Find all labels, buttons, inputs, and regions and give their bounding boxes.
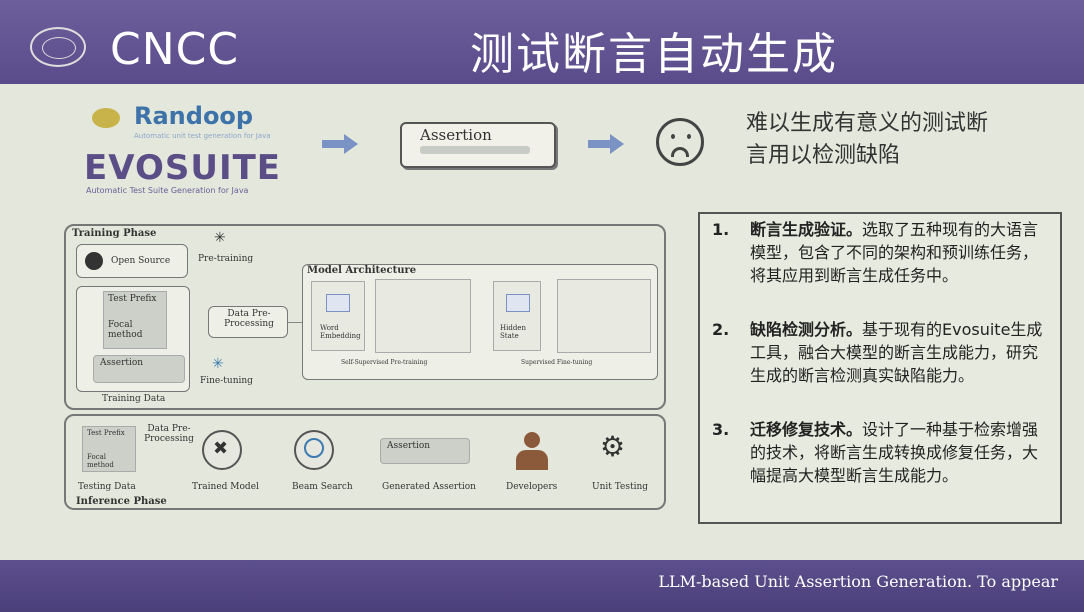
developer-icon bbox=[512, 432, 552, 472]
data-preprocessing-box: Data Pre-Processing bbox=[208, 306, 288, 338]
finding-text: 选取了五种现有的大语言模型，包含了不同的架构和预训练任务，将其应用到断言生成任务… bbox=[750, 220, 1039, 285]
connector-line bbox=[288, 322, 302, 323]
open-source-label: Open Source bbox=[111, 256, 171, 266]
search-icon bbox=[294, 430, 334, 470]
model-architecture-label: Model Architecture bbox=[307, 265, 417, 276]
blurred-code bbox=[420, 146, 530, 154]
fine-tuning-label: Fine-tuning bbox=[200, 376, 253, 386]
testing-code-snippet: Test Prefix Focal method bbox=[82, 426, 136, 472]
right-arrow-icon bbox=[588, 134, 624, 154]
pre-training-label: Pre-training bbox=[198, 254, 254, 264]
cncc-logo: CNCC bbox=[110, 24, 240, 75]
assertion-label: Assertion bbox=[420, 126, 492, 144]
inference-phase-panel: Test Prefix Focal method Testing Data Da… bbox=[64, 414, 666, 510]
footer-citation: LLM-based Unit Assertion Generation. To … bbox=[658, 572, 1058, 591]
focal-method-label: Focal method bbox=[108, 320, 143, 340]
bug-search-icon: ⚙ bbox=[600, 430, 626, 463]
focal-method-label: Focal method bbox=[87, 453, 114, 469]
problem-statement: 难以生成有意义的测试断言用以检测缺陷 bbox=[746, 111, 989, 168]
test-prefix-label: Test Prefix bbox=[108, 294, 157, 304]
table-icon bbox=[506, 294, 530, 312]
trained-model-label: Trained Model bbox=[192, 482, 259, 492]
decoder-block bbox=[557, 279, 651, 353]
hidden-state-label: Hidden State bbox=[500, 324, 526, 340]
embedding-block: Word Embedding bbox=[311, 281, 365, 351]
finding-heading: 缺陷检测分析。 bbox=[750, 320, 863, 339]
header-bar: CNCC 测试断言自动生成 bbox=[0, 0, 1084, 84]
generated-assertion-label: Generated Assertion bbox=[382, 482, 476, 492]
footer-bar: LLM-based Unit Assertion Generation. To … bbox=[0, 560, 1084, 612]
unit-testing-label: Unit Testing bbox=[592, 482, 649, 492]
training-data-group: Test Prefix Focal method Assertion bbox=[76, 286, 190, 392]
right-arrow-icon bbox=[322, 134, 358, 154]
assertion-snippet: Assertion bbox=[93, 355, 185, 383]
finding-number: 1. bbox=[712, 220, 730, 239]
finding-heading: 断言生成验证。 bbox=[750, 220, 863, 239]
open-source-box: Open Source bbox=[76, 244, 188, 278]
assertion-small-label: Assertion bbox=[387, 441, 431, 451]
network-icon: ✳ bbox=[214, 230, 226, 246]
word-embedding-label: Word Embedding bbox=[320, 324, 361, 340]
fine-tune-icon: ✳ bbox=[212, 356, 224, 372]
randoop-tagline: Automatic unit test generation for Java bbox=[134, 132, 271, 140]
finding-number: 3. bbox=[712, 420, 730, 439]
sad-face-icon bbox=[656, 118, 704, 166]
finding-heading: 迁移修复技术。 bbox=[750, 420, 863, 439]
test-prefix-label: Test Prefix bbox=[87, 429, 125, 437]
assertion-small-label: Assertion bbox=[100, 358, 144, 368]
inference-phase-label: Inference Phase bbox=[76, 496, 167, 507]
finding-number: 2. bbox=[712, 320, 730, 339]
evosuite-logo: EVOSUITE Automatic Test Suite Generation… bbox=[84, 148, 284, 195]
assertion-box: Assertion bbox=[400, 122, 556, 168]
findings-box: 1. 断言生成验证。选取了五种现有的大语言模型，包含了不同的架构和预训练任务，将… bbox=[698, 212, 1062, 524]
hidden-state-block: Hidden State bbox=[493, 281, 541, 351]
model-architecture-box: Model Architecture Word Embedding Hidden… bbox=[302, 264, 658, 380]
encoder-block bbox=[375, 279, 471, 353]
training-phase-panel: Training Phase Open Source ✳ Pre-trainin… bbox=[64, 224, 666, 410]
slide-title: 测试断言自动生成 bbox=[470, 29, 838, 80]
testing-data-label: Testing Data bbox=[78, 482, 136, 492]
developers-label: Developers bbox=[506, 482, 558, 492]
bug-icon bbox=[92, 108, 120, 128]
finding-text: 基于现有的Evosuite生成工具，融合大模型的断言生成能力，研究生成的断言检测… bbox=[750, 320, 1043, 385]
slide-body: Randoop Automatic unit test generation f… bbox=[0, 84, 1084, 560]
code-snippet: Test Prefix Focal method bbox=[103, 291, 167, 349]
beam-search-label: Beam Search bbox=[292, 482, 353, 492]
randoop-name: Randoop bbox=[134, 102, 254, 130]
evosuite-tagline: Automatic Test Suite Generation for Java bbox=[86, 186, 249, 195]
ccf-logo-icon bbox=[30, 27, 86, 67]
data-preprocessing-label: Data Pre-Processing bbox=[144, 424, 194, 444]
self-supervised-label: Self-Supervised Pre-training bbox=[341, 359, 428, 366]
supervised-finetuning-label: Supervised Fine-tuning bbox=[521, 359, 593, 366]
finding-text: 设计了一种基于检索增强的技术，将断言生成转换成修复任务，大幅提高大模型断言生成能… bbox=[750, 420, 1039, 485]
randoop-logo: Randoop Automatic unit test generation f… bbox=[92, 102, 282, 142]
data-preprocessing-label: Data Pre-Processing bbox=[224, 309, 274, 329]
evosuite-name: EVOSUITE bbox=[84, 148, 282, 188]
training-data-label: Training Data bbox=[102, 394, 166, 404]
training-phase-label: Training Phase bbox=[72, 228, 157, 239]
table-icon bbox=[326, 294, 350, 312]
github-icon bbox=[85, 252, 103, 270]
generated-assertion-box: Assertion bbox=[380, 438, 470, 464]
tools-icon: ✖ bbox=[202, 430, 242, 470]
